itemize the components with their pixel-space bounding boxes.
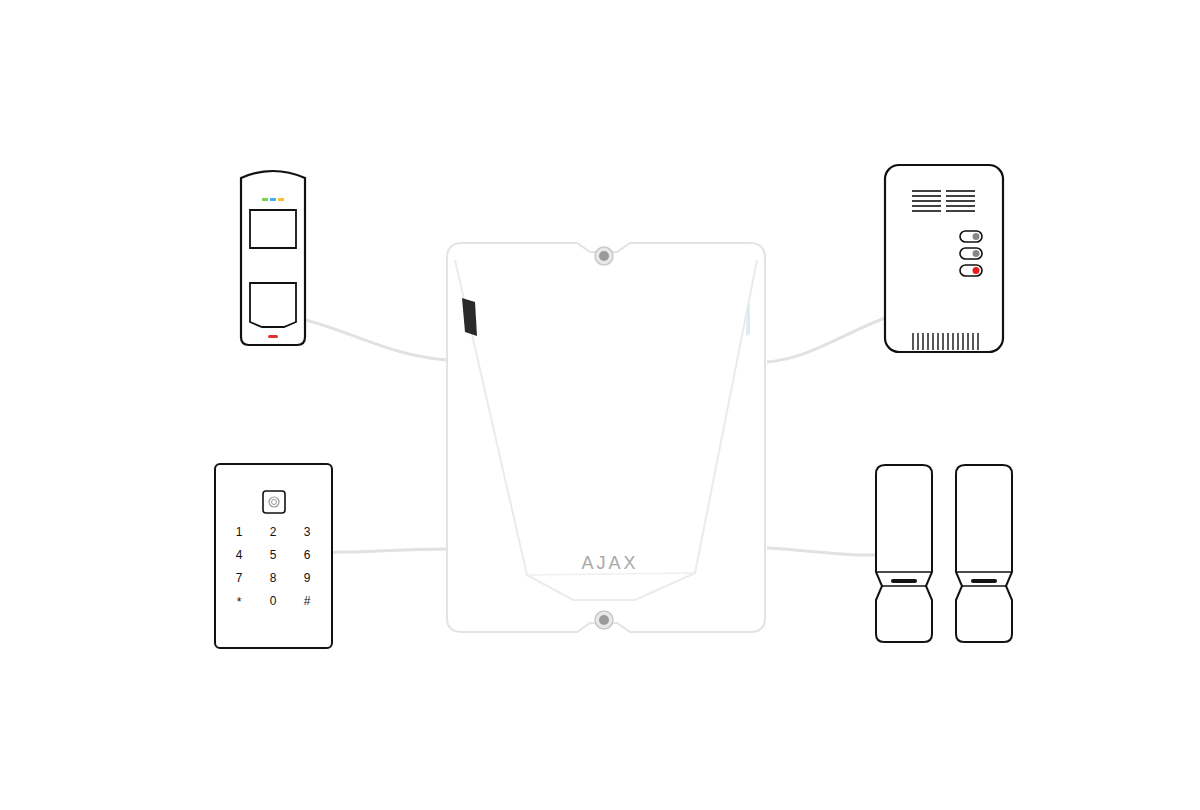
housing-body <box>447 243 765 632</box>
wire <box>767 318 885 362</box>
keypad-key: * <box>237 595 242 609</box>
keypad-key: # <box>304 594 311 608</box>
side-slot <box>462 298 477 336</box>
keypad: 1 2 3 4 5 6 7 8 9 * 0 # <box>214 463 333 649</box>
wire <box>306 320 447 360</box>
screw <box>595 611 613 629</box>
wire <box>333 549 447 552</box>
brand-logo: AJAX <box>581 553 638 574</box>
fingerprint-icon <box>261 489 287 515</box>
keypad-key: 5 <box>270 548 277 562</box>
screw <box>595 247 613 265</box>
keypad-key: 3 <box>304 525 311 539</box>
keypad-key: 9 <box>304 571 311 585</box>
gas-detector <box>885 165 1003 352</box>
hub-housing: AJAX <box>445 240 769 636</box>
keypad-key: 1 <box>236 525 243 539</box>
keypad-key: 6 <box>304 548 311 562</box>
keypad-key: 4 <box>236 548 243 562</box>
beam-sensors <box>876 465 1012 642</box>
housing-facet <box>455 260 757 600</box>
keypad-key: 8 <box>270 571 277 585</box>
keypad-key: 2 <box>270 525 277 539</box>
housing-outline <box>445 240 769 636</box>
motion-detector <box>241 171 305 345</box>
screw-head <box>599 251 609 261</box>
keypad-key: 7 <box>236 571 243 585</box>
wire <box>767 548 876 555</box>
housing-facet <box>527 573 695 575</box>
keypad-key: 0 <box>270 594 277 608</box>
side-slot <box>746 304 750 336</box>
screw-head <box>599 615 609 625</box>
